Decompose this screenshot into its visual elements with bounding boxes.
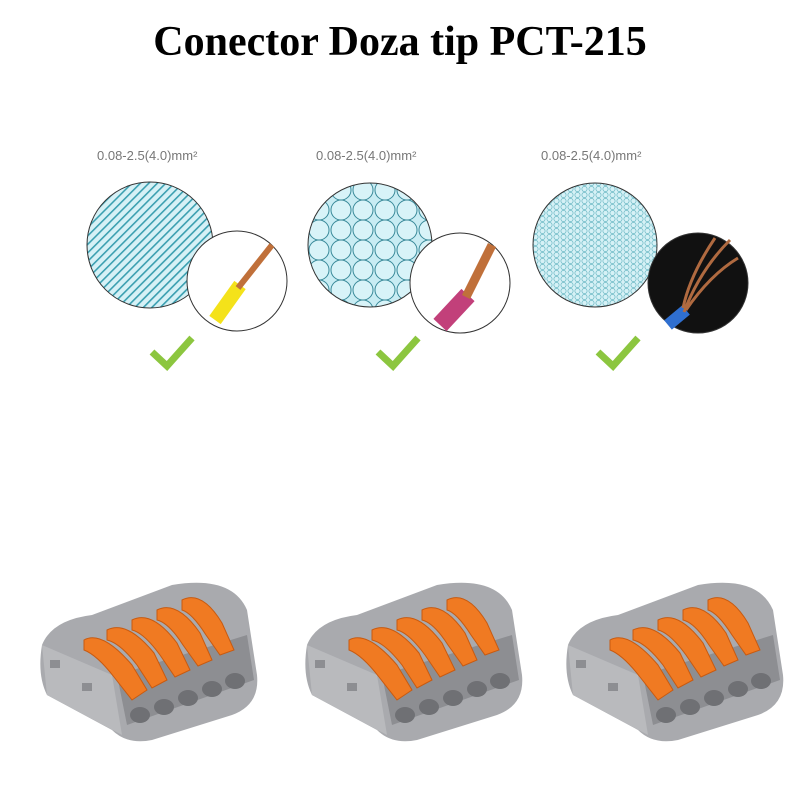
check-icon [375,335,421,372]
wire-panel-stranded [307,182,511,372]
wire-size-label-stranded: 0.08-2.5(4.0)mm² [316,148,417,163]
check-icon [595,335,641,372]
connector-image-3 [565,582,784,742]
wire-panel-solid [86,181,288,372]
connector-image-2 [304,582,523,742]
wire-size-label-solid: 0.08-2.5(4.0)mm² [97,148,198,163]
page-title: Conector Doza tip PCT-215 [153,19,647,65]
check-icon [149,335,195,372]
wire-panel-fine-stranded [532,182,749,372]
wire-size-label-fine-stranded: 0.08-2.5(4.0)mm² [541,148,642,163]
connector-image-1 [39,582,258,742]
